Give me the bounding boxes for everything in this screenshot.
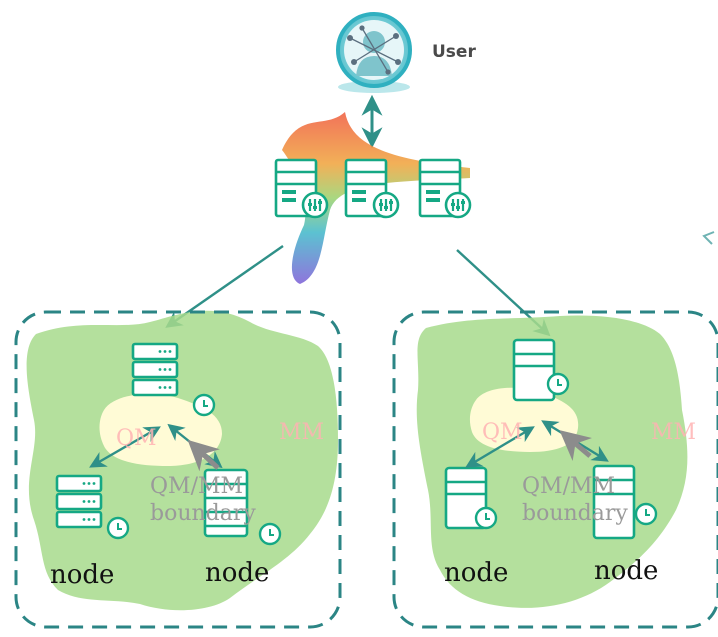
cluster1-boundary-arrow xyxy=(187,439,220,472)
user-icon xyxy=(336,12,412,93)
cluster1-arrow-left xyxy=(89,426,161,468)
cluster2-node-right-icon xyxy=(592,464,658,540)
gateway-server-cluster xyxy=(274,112,472,284)
cluster2-node-label-right: node xyxy=(594,556,659,586)
cluster1-boundary-label-line1: QM/MM xyxy=(150,474,244,499)
cluster1-node-label-left: node xyxy=(50,560,115,590)
user-label: User xyxy=(432,42,476,62)
cluster2-boundary-arrow xyxy=(559,430,593,461)
cluster1-qm-label: QM xyxy=(116,426,157,451)
cluster2-boundary-label-line1: QM/MM xyxy=(522,474,616,499)
cluster2-qm-label: QM xyxy=(482,420,523,445)
cluster2-arrow-left xyxy=(465,426,535,468)
cluster1-node-right-icon xyxy=(203,468,282,546)
cluster1-boundary-label-line2: boundary xyxy=(150,501,256,526)
gradient-ribbon xyxy=(282,112,470,284)
cluster1-mm-label: MM xyxy=(279,420,325,445)
cluster2-mm-label: MM xyxy=(651,420,697,445)
cluster2-boundary-label-line2: boundary xyxy=(522,501,628,526)
cluster1-node-label-right: node xyxy=(205,558,270,588)
partial-arrow xyxy=(702,231,715,245)
cluster2-node-label-left: node xyxy=(444,558,509,588)
cluster-box-2 xyxy=(392,310,718,629)
